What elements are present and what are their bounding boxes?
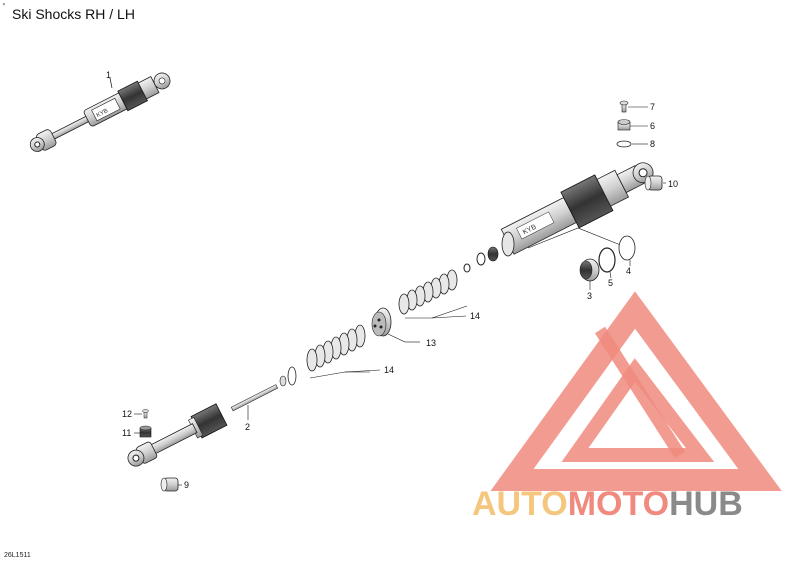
bushing-part-10 [644, 175, 663, 191]
watermark-logo: AUTOMOTOHUB [472, 291, 782, 523]
callout-10: 10 [668, 179, 678, 189]
spring-stack-upper [398, 269, 458, 315]
callout-13: 13 [426, 338, 436, 348]
watermark-auto: AUTO [472, 485, 568, 523]
watermark-moto: MOTO [568, 485, 669, 523]
callout-2: 2 [245, 422, 250, 432]
shock-rod-part-2 [127, 384, 279, 467]
callout-1: 1 [106, 70, 111, 80]
watermark-text-auto: AUTOMOTOHUB [472, 485, 743, 523]
piston-part-13 [371, 307, 392, 337]
assembled-shock: KYB [29, 72, 171, 152]
shock-body: KYB [500, 162, 654, 255]
bushing-part-9 [160, 477, 179, 492]
washer [287, 366, 297, 386]
lock-nut [463, 246, 499, 273]
small-washer [279, 375, 287, 387]
callout-8: 8 [650, 139, 655, 149]
cap-part-3 [579, 258, 600, 282]
callout-14-lower: 14 [384, 365, 394, 375]
callout-7: 7 [650, 102, 655, 112]
ring-part-5 [598, 247, 616, 273]
callout-6: 6 [650, 121, 655, 131]
callout-5: 5 [608, 278, 613, 288]
disc-part-4 [618, 235, 636, 261]
drawing-code: 26L1511 [4, 552, 31, 559]
corner-mark: ' [3, 2, 5, 13]
watermark-hub: HUB [669, 485, 743, 523]
callout-3: 3 [587, 291, 592, 301]
callout-14-upper: 14 [470, 311, 480, 321]
spring-stack-lower [306, 324, 366, 372]
callout-12: 12 [122, 409, 132, 419]
o-ring-part-8 [616, 140, 632, 148]
nut-part-11 [139, 425, 152, 438]
callout-4: 4 [626, 266, 631, 276]
svg-text:KYB: KYB [96, 108, 109, 119]
bolt-part-12 [142, 409, 149, 419]
callout-11: 11 [122, 428, 131, 438]
diagram-title: Ski Shocks RH / LH [12, 6, 135, 22]
bolt-part-7 [619, 100, 629, 113]
callout-9: 9 [184, 480, 189, 490]
nut-part-6 [617, 119, 631, 131]
